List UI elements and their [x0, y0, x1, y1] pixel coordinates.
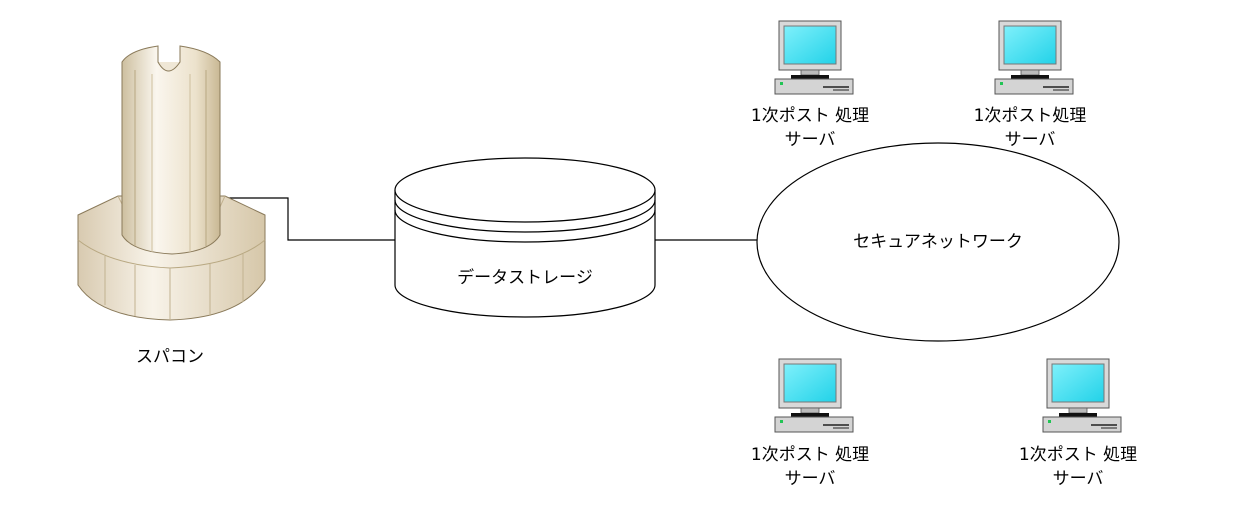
storage-label: データストレージ — [457, 268, 593, 288]
server-computer-icon — [1042, 358, 1122, 433]
storage-cylinder-icon — [394, 157, 656, 318]
network-label: セキュアネットワーク — [853, 232, 1023, 252]
server-label: 1次ポスト 処理 サーバ — [725, 104, 895, 152]
server-label-line1: 1次ポスト処理 — [973, 106, 1087, 126]
server-label-line2: サーバ — [1004, 130, 1056, 150]
server-computer-icon — [774, 20, 854, 95]
server-label: 1次ポスト 処理 サーバ — [993, 443, 1163, 491]
server-label: 1次ポスト 処理 サーバ — [725, 443, 895, 491]
server-computer-icon — [994, 20, 1074, 95]
server-computer-icon — [774, 358, 854, 433]
network-ellipse — [756, 142, 1120, 342]
server-label-line1: 1次ポスト 処理 — [1018, 445, 1138, 465]
server-label-line2: サーバ — [1052, 469, 1104, 489]
supercomputer-icon — [77, 45, 266, 321]
connector-supercomputer-storage — [222, 197, 395, 241]
server-label-line2: サーバ — [784, 130, 836, 150]
supercomputer-label: スパコン — [136, 347, 204, 367]
server-label: 1次ポスト処理 サーバ — [945, 104, 1115, 152]
server-label-line1: 1次ポスト 処理 — [750, 445, 870, 465]
server-label-line2: サーバ — [784, 469, 836, 489]
server-label-line1: 1次ポスト 処理 — [750, 106, 870, 126]
